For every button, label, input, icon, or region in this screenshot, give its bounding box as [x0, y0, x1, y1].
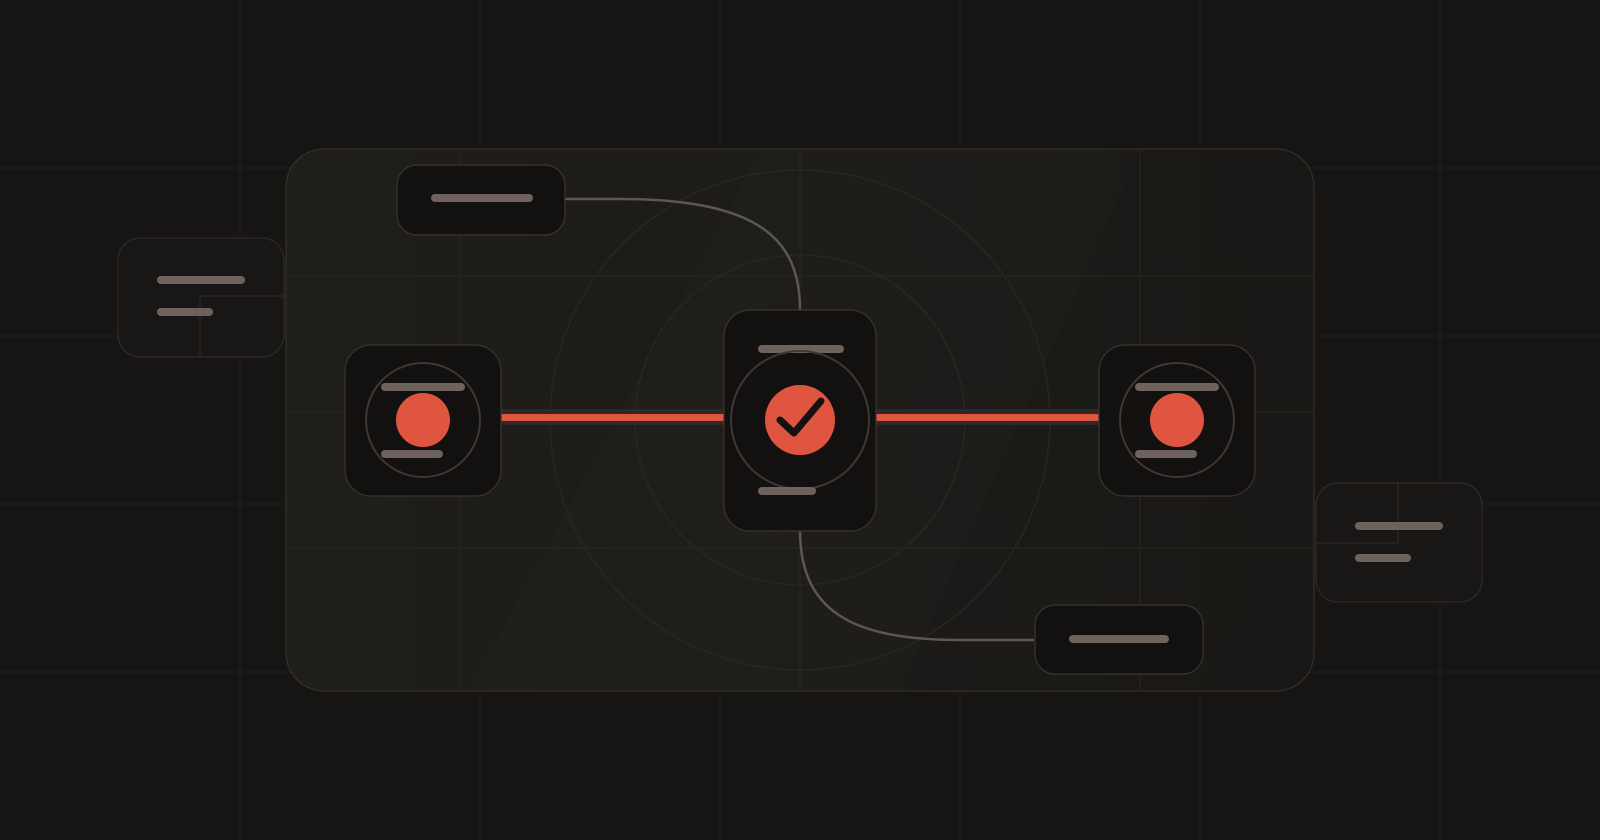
right-step-placeholder-bottom: [1135, 450, 1197, 458]
flow-line-right: [876, 414, 1102, 421]
check-circle-fill: [765, 385, 835, 455]
left-note-card: [117, 237, 286, 358]
center-step-placeholder-top: [758, 345, 844, 353]
record-dot-icon: [396, 393, 450, 447]
top-card-placeholder-line: [431, 194, 533, 202]
left-step-placeholder-bottom: [381, 450, 443, 458]
connector-top: [563, 197, 802, 311]
bottom-card: [1034, 604, 1204, 675]
right-step-placeholder-top: [1135, 383, 1219, 391]
bottom-card-placeholder-line: [1069, 635, 1169, 643]
flow-line-left: [498, 414, 724, 421]
left-step-node: [344, 344, 502, 497]
right-note-placeholder-line-1: [1355, 522, 1443, 530]
left-note-placeholder-line-1: [157, 276, 245, 284]
center-step-placeholder-bottom: [758, 487, 816, 495]
top-card: [396, 164, 566, 236]
left-step-placeholder-top: [381, 383, 465, 391]
right-step-node: [1098, 344, 1256, 497]
right-note-placeholder-line-2: [1355, 554, 1411, 562]
left-note-placeholder-line-2: [157, 308, 213, 316]
record-dot-icon: [1150, 393, 1204, 447]
check-circle-icon: [765, 385, 835, 455]
left-note-frame: [117, 237, 285, 358]
right-step-ring: [1119, 362, 1235, 478]
right-note-card: [1315, 482, 1483, 603]
center-step-node: [723, 309, 877, 532]
checkmark-stroke: [776, 397, 825, 437]
left-step-ring: [365, 362, 481, 478]
connector-bottom: [798, 529, 1034, 642]
